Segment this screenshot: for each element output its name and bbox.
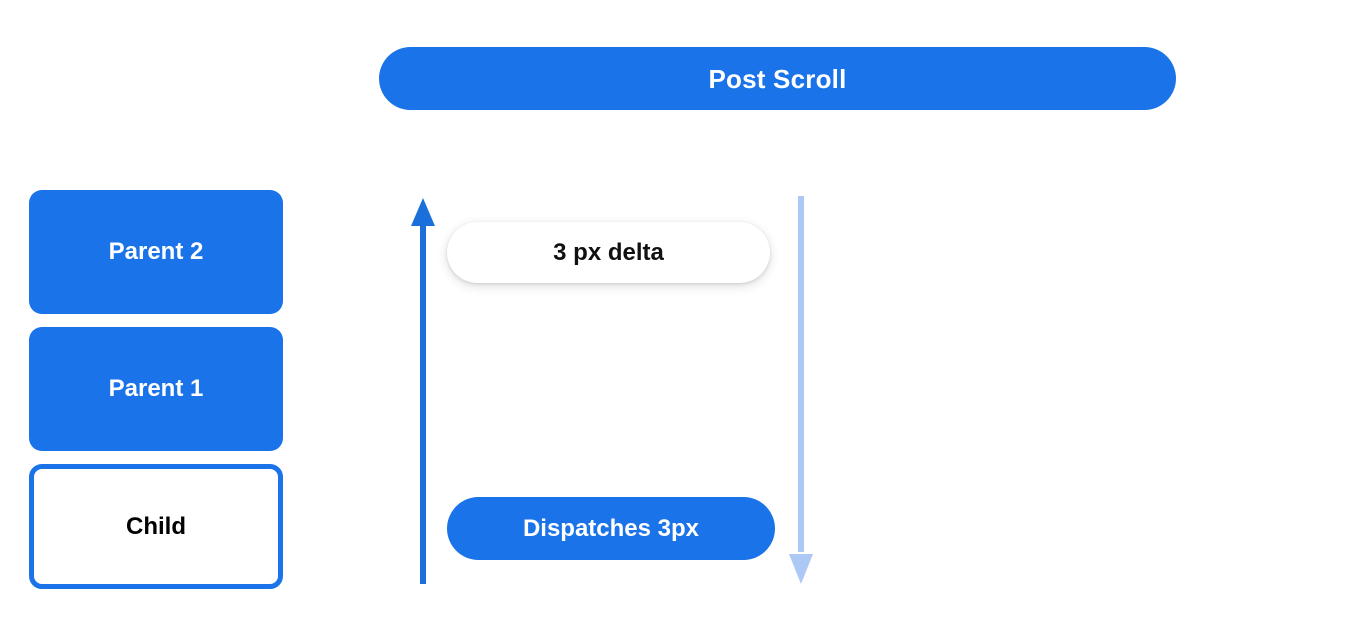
stack-gap <box>29 314 283 327</box>
stack-gap <box>29 451 283 464</box>
scroll-up-arrow <box>403 196 443 586</box>
post-scroll-header: Post Scroll <box>379 47 1176 110</box>
callout-label: 3 px delta <box>553 238 664 266</box>
node-box-child: Child <box>29 464 283 589</box>
node-box-label: Parent 1 <box>108 375 204 402</box>
callout-label: Dispatches 3px <box>522 514 700 542</box>
node-stack: Parent 2 Parent 1 Child <box>29 190 283 589</box>
node-box-parent-2: Parent 2 <box>29 190 283 314</box>
node-box-parent-1: Parent 1 <box>29 327 283 451</box>
page-title: Post Scroll <box>708 63 847 94</box>
callout-dispatches: Dispatches 3px <box>447 497 775 560</box>
node-box-label: Child <box>126 512 186 540</box>
dispatch-down-arrow <box>781 194 821 588</box>
scroll-up-arrow-icon <box>411 198 435 584</box>
callout-delta: 3 px delta <box>447 222 770 283</box>
dispatch-down-arrow-icon <box>789 196 813 584</box>
node-box-label: Parent 2 <box>108 238 204 265</box>
